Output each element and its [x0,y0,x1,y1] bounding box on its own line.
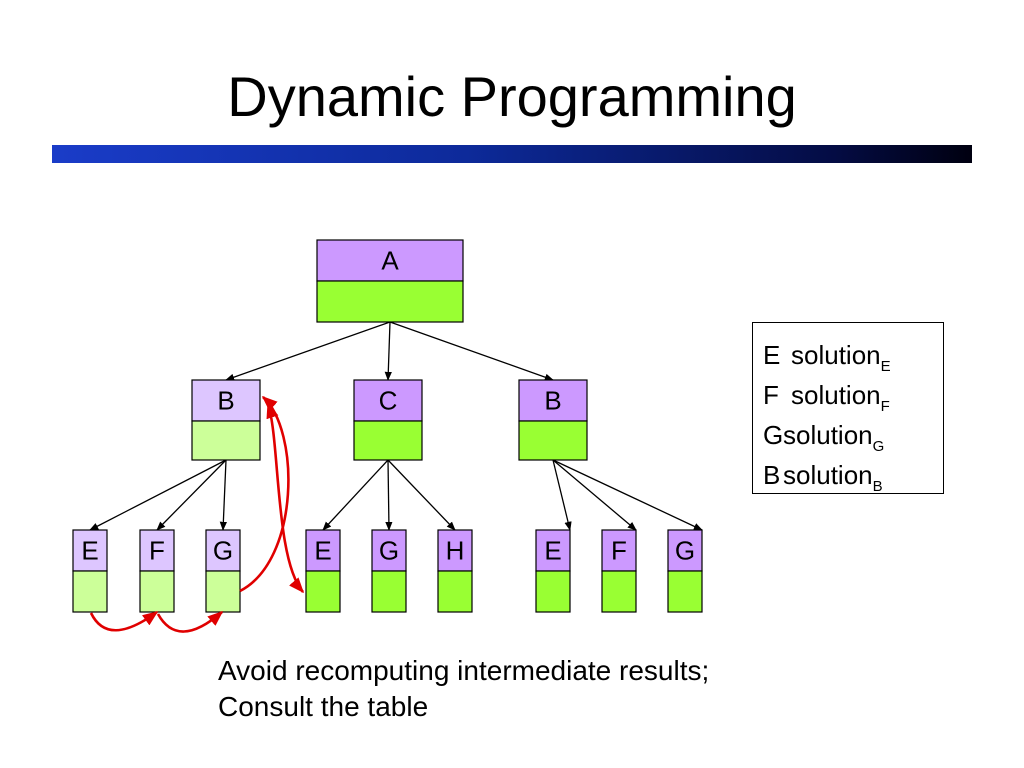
tree-edge [156,459,227,531]
tree-edge [219,459,227,531]
node-e-level3: E [535,529,571,613]
node-label: E [314,536,331,566]
node-solution-cell [72,570,108,613]
node-label-cell [191,379,261,422]
node-label-cell [353,379,423,422]
memo-subscript: B [872,478,883,495]
node-label-cell [601,529,637,572]
node-h-level3: H [437,529,473,613]
tree-edge [387,459,456,531]
node-label-cell [437,529,473,572]
caption: Avoid recomputing intermediate results; … [218,653,709,725]
node-label-cell [316,239,464,282]
node-label-cell [371,529,407,572]
node-label: G [379,536,399,566]
node-label: G [675,536,695,566]
memo-subscript: F [880,398,890,415]
reuse-arrow-b-to-e [266,402,305,594]
node-g-level3: G [205,529,241,613]
node-label-cell [518,379,588,422]
node-e-level3: E [305,529,341,613]
node-solution-cell [437,570,473,613]
memo-row-g: GsolutionG [763,415,943,455]
node-solution-cell [191,420,261,461]
node-solution-cell [316,280,464,323]
title-underline-bar [52,145,972,163]
node-label-cell [205,529,241,572]
node-solution-cell [518,420,588,461]
tree-edge [552,459,637,531]
memo-subscript: E [880,358,891,375]
node-solution-cell [353,420,423,461]
reuse-arrow-e-to-f [89,610,159,632]
memo-key: E [763,340,781,370]
memo-value: solution [783,460,873,490]
memo-key: F [763,380,779,410]
node-g-level3: G [371,529,407,613]
node-f-level3: F [601,529,637,613]
node-label: A [381,246,399,276]
node-label-cell [667,529,703,572]
tree-edge [384,321,392,381]
tree-edge [389,321,554,381]
memo-key: B [763,460,781,490]
node-label: E [81,536,98,566]
node-f-level3: F [139,529,175,613]
node-label-cell [535,529,571,572]
memo-subscript: G [872,438,885,455]
slide-title: Dynamic Programming [227,65,797,128]
memo-value: solution [791,340,881,370]
tree-edge [552,459,703,531]
node-label: B [544,386,561,416]
node-label: E [544,536,561,566]
tree-nodes: A B C B E F G E G H E F G [72,239,703,613]
node-solution-cell [205,570,241,613]
node-solution-cell [139,570,175,613]
reuse-arrow-f-to-g [156,610,224,633]
node-label-cell [305,529,341,572]
node-label: F [611,536,627,566]
node-label: H [446,536,465,566]
tree-edge [322,459,389,531]
node-solution-cell [601,570,637,613]
node-label-cell [72,529,108,572]
caption-line-2: Consult the table [218,691,429,722]
node-solution-cell [305,570,341,613]
node-b-level2: B [191,379,261,461]
tree-edge [385,459,393,531]
node-g-level3: G [667,529,703,613]
memo-value: solution [791,380,881,410]
tree-edge [89,459,227,531]
tree-edge [552,459,572,531]
node-solution-cell [667,570,703,613]
tree-edges [89,321,703,531]
memo-value: solution [783,420,873,450]
node-solution-cell [535,570,571,613]
node-e-level3: E [72,529,108,613]
node-solution-cell [371,570,407,613]
tree-edge [225,321,391,381]
node-label: C [379,386,398,416]
node-label: F [149,536,165,566]
node-b-level2: B [518,379,588,461]
reuse-arrows [89,395,305,633]
node-a: A [316,239,464,323]
node-c-level2: C [353,379,423,461]
node-label: G [213,536,233,566]
memo-key: G [763,420,784,450]
caption-line-1: Avoid recomputing intermediate results; [218,655,710,686]
node-label: B [217,386,234,416]
